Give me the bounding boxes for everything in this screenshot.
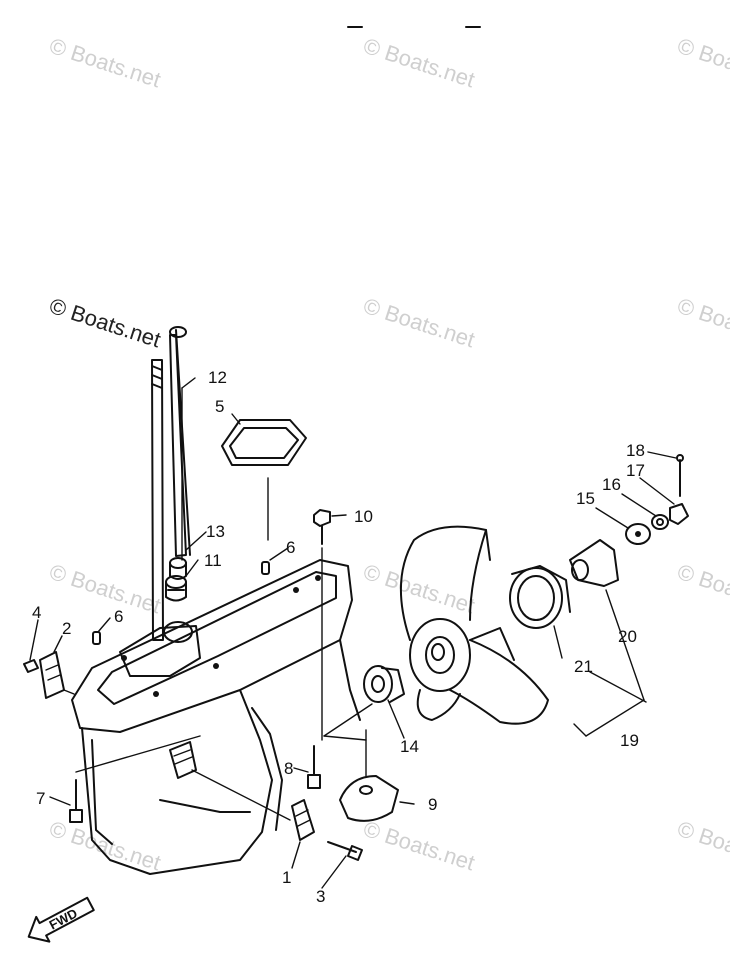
cotter-pin-18: [676, 454, 684, 497]
watermark: © Boats.net: [674, 816, 730, 875]
bolt-7: [69, 735, 201, 823]
callout-18: 18: [626, 441, 645, 460]
hub-20: [569, 539, 619, 587]
callout-9: 9: [428, 795, 437, 814]
washer-15: [625, 523, 651, 545]
callout-21: 21: [574, 657, 593, 676]
callout-3: 3: [316, 887, 325, 906]
callout-labels: 1 2 3 4 5 6 6 7 8 9 10 11 12 13 14 15 16…: [32, 368, 645, 906]
callout-6b: 6: [286, 538, 295, 557]
callout-16: 16: [602, 475, 621, 494]
seal-11: [165, 575, 187, 602]
anode: [191, 769, 315, 841]
spacer-14: [323, 665, 405, 741]
callout-19: 19: [620, 731, 639, 750]
gasket: [221, 419, 307, 541]
lower-casing: [71, 559, 361, 875]
watermark: © Boats.net: [360, 816, 477, 875]
watermark: © Boats.net: [674, 293, 730, 352]
bushing-21: [509, 565, 571, 629]
cover-9: [339, 729, 399, 822]
callout-4: 4: [32, 603, 41, 622]
callout-13: 13: [206, 522, 225, 541]
drive-shaft: [151, 326, 191, 641]
callout-6a: 6: [114, 607, 123, 626]
watermark: © Boats.net: [360, 293, 477, 352]
watermark: © Boats.net: [674, 559, 730, 618]
fwd-label: FWD: [47, 905, 80, 932]
watermark: © Boats.net: [46, 293, 163, 352]
callout-7: 7: [36, 789, 45, 808]
callout-17: 17: [626, 461, 645, 480]
forward-direction-arrow: FWD: [27, 896, 95, 943]
callout-12: 12: [208, 368, 227, 387]
callout-8: 8: [284, 759, 293, 778]
callout-14: 14: [400, 737, 419, 756]
callout-10: 10: [354, 507, 373, 526]
washer-16: [651, 514, 669, 530]
callout-15: 15: [576, 489, 595, 508]
leader-lines: [29, 377, 677, 889]
watermark: © Boats.net: [674, 33, 730, 92]
dowel-pin: [261, 561, 270, 575]
trim-tab: [23, 651, 75, 699]
dowel-pin: [92, 631, 101, 645]
callout-5: 5: [215, 397, 224, 416]
bolt-8: [307, 745, 321, 789]
watermark: © Boats.net: [46, 33, 163, 92]
callout-11: 11: [204, 551, 222, 570]
screw-3: [327, 841, 363, 861]
callout-20: 20: [618, 627, 637, 646]
bolt-10: [313, 509, 331, 741]
watermark: © Boats.net: [360, 33, 477, 92]
watermark: © Boats.net: [46, 816, 163, 875]
nut-17: [669, 503, 689, 525]
callout-1: 1: [282, 868, 291, 887]
watermark: © Boats.net: [360, 559, 477, 618]
callout-2: 2: [62, 619, 71, 638]
propeller: [399, 525, 549, 725]
watermark: © Boats.net: [46, 559, 163, 618]
